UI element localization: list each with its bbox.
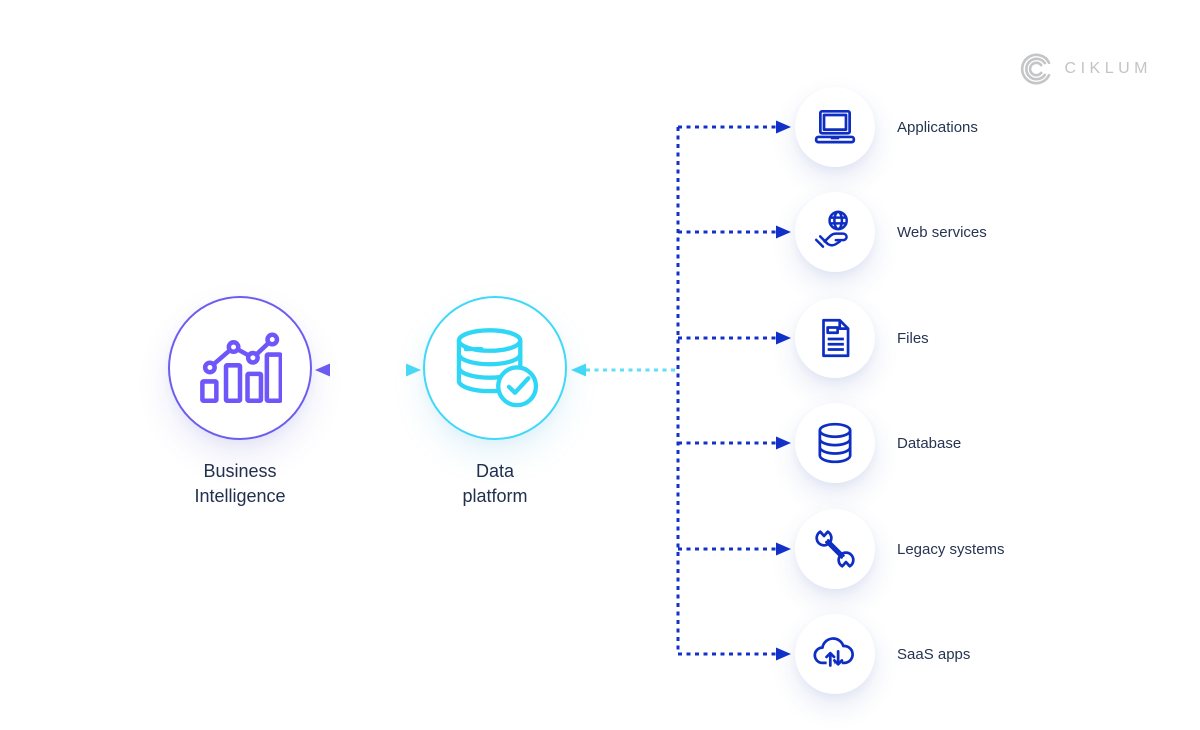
connector-branches [678,125,776,656]
source-label: Applications [897,118,978,136]
arrowhead-left-icon [571,363,586,377]
applications-circle [795,87,875,167]
connector-trunk-dataplatform [571,363,678,377]
web-services-circle [795,192,875,272]
source-row-database: Database [795,403,961,483]
brand-name: CIKLUM [1064,60,1152,77]
node-business-intelligence [168,296,312,440]
database-circle [795,403,875,483]
saas-apps-circle [795,614,875,694]
wrench-icon [815,526,855,572]
files-circle [795,298,875,378]
branch-arrowheads [776,120,791,661]
source-row-files: Files [795,298,929,378]
source-row-saas-apps: SaaS apps [795,614,970,694]
source-label: Files [897,329,929,347]
business-intelligence-label: Business Intelligence [194,461,286,506]
connector-bi-dataplatform [315,363,421,377]
source-label: Database [897,434,962,452]
database-check-icon [456,328,539,408]
source-label: SaaS apps [897,645,971,663]
laptop-icon [814,109,856,144]
source-label: Legacy systems [897,540,1005,558]
brand-logo: CIKLUM [1019,52,1152,86]
document-icon [822,318,850,358]
node-data-platform [423,296,567,440]
arrowhead-left-icon [315,363,330,377]
data-platform-label: Data platform [462,461,528,506]
database-icon [818,422,852,464]
arrowhead-right-icon [406,363,421,377]
legacy-systems-circle [795,509,875,589]
source-row-legacy-systems: Legacy systems [795,509,1005,589]
cloud-sync-icon [813,637,854,670]
source-label: Web services [897,223,987,241]
bar-chart-trend-icon [200,332,282,404]
ciklum-arcs-icon [1020,53,1050,85]
source-row-applications: Applications [795,87,978,167]
source-row-web-services: Web services [795,192,987,272]
globe-hand-icon [814,210,848,248]
